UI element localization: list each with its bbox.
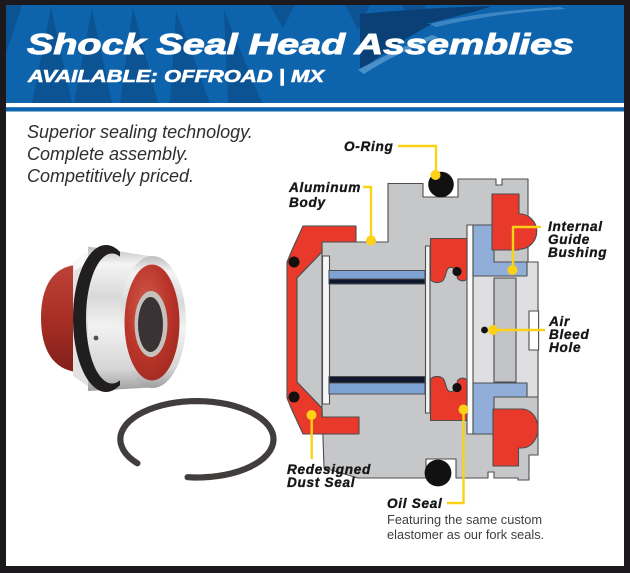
svg-text:Featuring the same custom: Featuring the same custom (387, 512, 542, 527)
svg-text:Guide: Guide (548, 232, 590, 247)
svg-text:AVAILABLE: OFFROAD | MX: AVAILABLE: OFFROAD | MX (27, 66, 326, 86)
svg-text:elastomer as our fork seals.: elastomer as our fork seals. (387, 527, 544, 542)
svg-text:Bushing: Bushing (548, 245, 607, 260)
svg-text:Shock Seal Head Assemblies: Shock Seal Head Assemblies (27, 29, 574, 61)
svg-text:Complete assembly.: Complete assembly. (27, 144, 189, 164)
svg-text:Competitively priced.: Competitively priced. (27, 166, 194, 186)
svg-text:Redesigned: Redesigned (287, 462, 371, 477)
svg-text:Oil Seal: Oil Seal (387, 496, 443, 511)
svg-text:Superior sealing technology.: Superior sealing technology. (27, 122, 253, 142)
svg-text:Air: Air (548, 314, 570, 329)
svg-text:Dust Seal: Dust Seal (287, 475, 356, 490)
svg-text:O-Ring: O-Ring (344, 139, 394, 154)
svg-text:Internal: Internal (548, 219, 603, 234)
svg-text:Body: Body (289, 195, 327, 210)
svg-text:Bleed: Bleed (549, 327, 590, 342)
svg-text:Aluminum: Aluminum (288, 180, 361, 195)
svg-text:Hole: Hole (549, 340, 581, 355)
